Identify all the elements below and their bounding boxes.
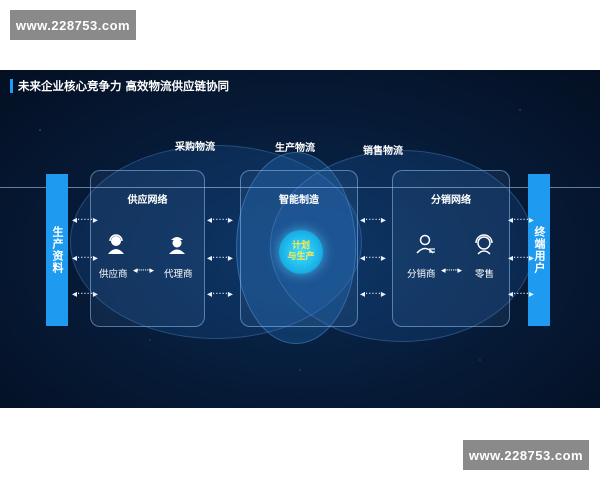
supplier-label: 供应商 xyxy=(99,269,128,280)
plan-line-1: 计划 xyxy=(291,241,310,251)
slide: 未来企业核心竞争力 高效物流供应链协同 采购物流 生产物流 销售物流 生产资料 … xyxy=(0,70,600,408)
retail-headset-icon xyxy=(475,234,493,255)
arrow-left-1: ◂·····▸ xyxy=(72,215,98,226)
horizon-line xyxy=(0,187,600,188)
supply-network-box: 供应网络 供应商 ◂·······▸ 代理商 xyxy=(90,170,205,327)
side-block-production-materials: 生产资料 xyxy=(46,174,68,326)
distribution-network-title: 分销网络 xyxy=(431,195,471,206)
distributor-label: 分销商 xyxy=(407,269,436,280)
arrow-mid-right-2: ◂·····▸ xyxy=(360,253,386,264)
agent-worker-icon xyxy=(169,237,185,254)
slide-title-bar: 未来企业核心竞争力 高效物流供应链协同 xyxy=(10,78,229,94)
arrow-mid-left-3: ◂·····▸ xyxy=(207,289,233,300)
flow-label-production: 生产物流 xyxy=(275,143,315,154)
smart-manufacturing-title: 智能制造 xyxy=(279,195,319,206)
arrow-right-2: ◂·····▸ xyxy=(508,253,534,264)
watermark-bottom: www.228753.com xyxy=(463,440,589,470)
supply-network-title: 供应网络 xyxy=(127,195,168,206)
distribution-network-box: 分销网络 分销商 ◂·······▸ 零售 xyxy=(392,170,510,327)
retail-label: 零售 xyxy=(475,269,495,280)
title-accent-bar xyxy=(10,79,13,93)
agent-label: 代理商 xyxy=(164,269,193,280)
arrow-left-3: ◂·····▸ xyxy=(72,289,98,300)
plan-line-2: 与生产 xyxy=(287,252,315,262)
arrow-mid-left-2: ◂·····▸ xyxy=(207,253,233,264)
watermark-top: www.228753.com xyxy=(10,10,136,40)
slide-title: 未来企业核心竞争力 高效物流供应链协同 xyxy=(18,79,230,93)
supplier-headset-icon xyxy=(108,234,124,254)
flow-label-sales: 销售物流 xyxy=(363,146,403,157)
supplier-agent-arrow: ◂·······▸ xyxy=(133,266,154,276)
arrow-mid-left-1: ◂·····▸ xyxy=(207,215,233,226)
arrow-right-1: ◂·····▸ xyxy=(508,215,534,226)
side-block-end-users: 终端用户 xyxy=(528,174,550,326)
distributor-retail-arrow: ◂·······▸ xyxy=(441,266,462,276)
arrow-mid-right-3: ◂·····▸ xyxy=(360,289,386,300)
arrow-left-2: ◂·····▸ xyxy=(72,253,98,264)
distributor-person-icon xyxy=(416,234,435,254)
arrow-right-3: ◂·····▸ xyxy=(508,289,534,300)
flow-label-procurement: 采购物流 xyxy=(175,142,215,153)
arrow-mid-right-1: ◂·····▸ xyxy=(360,215,386,226)
plan-production-circle: 计划 与生产 xyxy=(279,230,323,274)
